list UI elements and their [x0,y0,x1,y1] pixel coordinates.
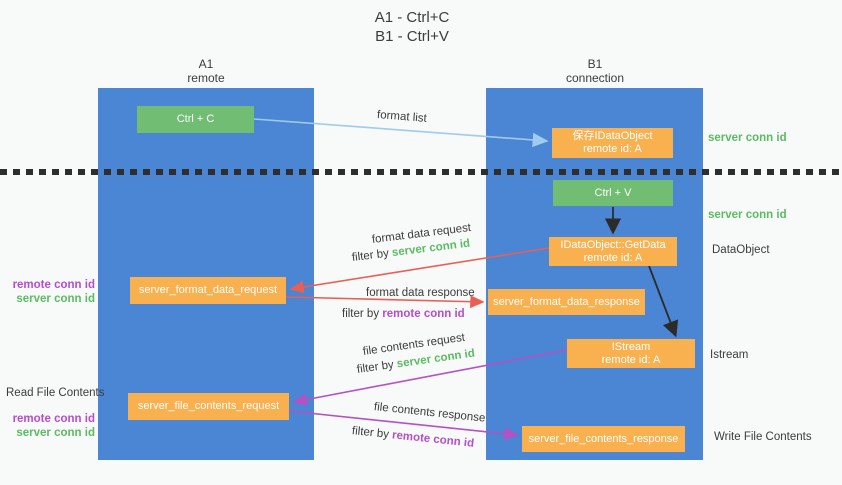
label-read-file-contents: Read File Contents [6,387,105,399]
node-ctrl-v: Ctrl + V [553,180,673,206]
label-write-file-contents: Write File Contents [714,431,812,443]
node-server-format-data-request-label: server_format_data_request [138,284,278,296]
node-ctrl-c-label: Ctrl + C [176,113,215,125]
filter-by-text: filter by [351,425,390,441]
label-left-remote-conn-id-2: remote conn id [12,413,95,425]
node-istream-line2: remote id: A [601,353,661,366]
label-left-server-conn-id-1: server conn id [16,293,95,305]
title-line-2: B1 - Ctrl+V [375,28,449,45]
node-server-format-data-response: server_format_data_response [488,289,645,315]
node-save-idataobject-line2: remote id: A [583,143,642,155]
label-istream: Istream [710,349,749,361]
label-left-remote-conn-id-1: remote conn id [12,279,95,291]
node-save-idataobject-line1: 保存IDataObject [572,130,653,142]
diagram-title: A1 - Ctrl+C B1 - Ctrl+V [312,8,512,46]
remote-conn-id-text: remote conn id [382,308,465,320]
filter-by-text: filter by [351,247,390,264]
node-ctrl-c: Ctrl + C [137,106,254,133]
column-header-a1: A1 remote [156,57,256,85]
title-line-1: A1 - Ctrl+C [374,9,450,26]
node-save-idataobject: 保存IDataObject remote id: A [552,128,673,158]
column-b1-subtitle: connection [565,71,625,85]
label-dataobject: DataObject [712,244,770,256]
filter-by-text: filter by [356,358,395,376]
label-filter-by-remote-conn-id-1: filter by remote conn id [342,307,465,321]
column-header-b1: B1 connection [545,57,645,85]
node-idataobject-getdata-line1: IDataObject::GetData [560,238,666,251]
column-a1-name: A1 [198,57,214,71]
label-format-list: format list [376,109,428,125]
node-idataobject-getdata: IDataObject::GetData remote id: A [549,237,677,266]
label-right-server-conn-id-2: server conn id [708,209,787,221]
label-right-server-conn-id-1: server conn id [708,132,787,144]
node-idataobject-getdata-line2: remote id: A [583,251,643,264]
node-server-file-contents-response-label: server_file_contents_response [528,432,679,445]
column-a1-subtitle: remote [187,71,225,85]
column-b1-name: B1 [587,57,603,71]
label-left-server-conn-id-2: server conn id [16,427,95,439]
node-ctrl-v-label: Ctrl + V [594,186,632,199]
label-filter-by-remote-conn-id-2: filter by remote conn id [351,424,475,451]
node-server-format-data-request: server_format_data_request [130,277,286,304]
label-file-contents-response: file contents response [373,401,486,425]
filter-by-text: filter by [342,308,380,320]
node-istream-line1: IStream [611,340,651,353]
node-server-file-contents-request: server_file_contents_request [128,393,289,420]
node-istream: IStream remote id: A [567,339,695,368]
node-server-format-data-response-label: server_format_data_response [493,295,640,308]
node-server-file-contents-response: server_file_contents_response [522,426,685,452]
remote-conn-id-text: remote conn id [391,429,475,450]
label-format-data-response: format data response [366,287,475,299]
node-server-file-contents-request-label: server_file_contents_request [137,400,280,412]
